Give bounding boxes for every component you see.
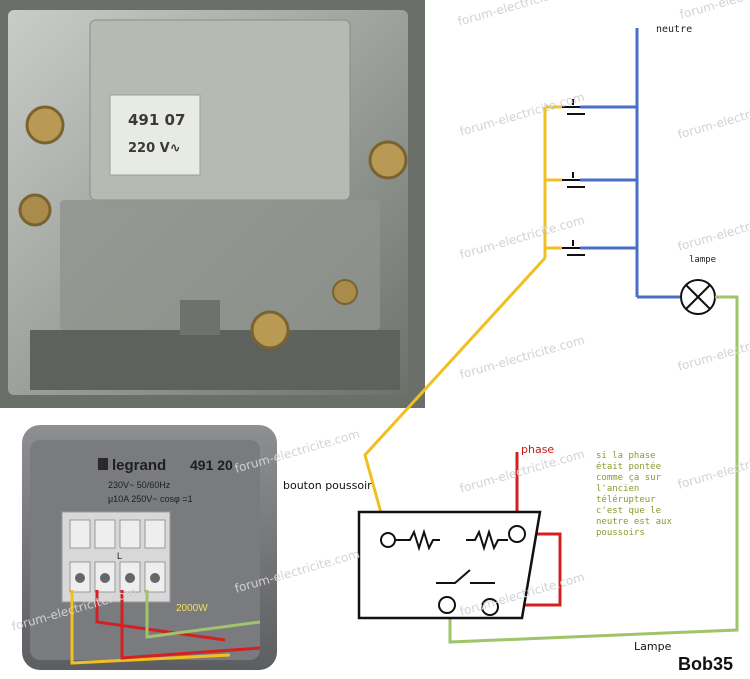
note-line: était pontée [596, 462, 662, 472]
push-button-2 [562, 172, 585, 188]
module-yellow-wire [70, 590, 231, 665]
note-line: si la phase [596, 451, 656, 461]
note-line: l'ancien [596, 484, 640, 494]
label-bouton-poussoir: bouton poussoir [283, 479, 372, 492]
legrand-module: legrand 491 20 230V~ 50/60Hz μ10A 250V~ … [22, 425, 277, 670]
label-neutre: neutre [656, 24, 693, 35]
screw-terminal [250, 310, 290, 350]
signature: Bob35 [678, 654, 734, 674]
relay-voltage: 220 V∿ [128, 141, 181, 156]
note-line: poussoirs [596, 528, 645, 538]
contact-switch [436, 569, 471, 584]
terminal-pushbutton [380, 532, 396, 548]
note-line: neutre est aux [596, 517, 672, 527]
label-lampe-bottom: Lampe [634, 640, 672, 653]
terminal-lamp-1 [438, 596, 456, 614]
terminal-phase [508, 525, 526, 543]
lamp-wire [448, 295, 739, 644]
screw-terminal [368, 140, 408, 180]
push-button-1 [562, 99, 585, 115]
module-red-wire-1 [95, 590, 226, 642]
module-green-wire [145, 590, 261, 639]
module-red-wire-2 [120, 590, 261, 660]
note-line: comme ça sur [596, 473, 662, 483]
screw-terminal [25, 105, 65, 145]
note-line: c'est que le [596, 506, 662, 516]
coil-resistor-1 [396, 528, 440, 552]
coil-resistor-2 [466, 528, 508, 552]
legrand-logo-icon [98, 458, 108, 470]
legrand-rating-2: μ10A 250V~ cosφ =1 [108, 494, 193, 504]
legrand-rating-1: 230V~ 50/60Hz [108, 480, 171, 490]
legrand-reference: 491 20 [190, 457, 233, 473]
explanation-note: si la phase était pontée comme ça sur l'… [596, 451, 672, 539]
lamp-icon [680, 279, 716, 315]
old-relay-photo: 491 07 220 V∿ [0, 0, 425, 408]
terminal-L-label: L [117, 551, 122, 561]
neutral-circuit [580, 28, 680, 299]
screw-terminal [18, 193, 52, 227]
relay-symbol [357, 510, 542, 620]
screw-terminal [332, 279, 358, 305]
push-button-3 [562, 240, 585, 256]
terminal-lamp-2 [481, 598, 499, 616]
label-lampe-top: lampe [689, 255, 717, 265]
control-wire [363, 105, 562, 539]
label-phase: phase [521, 443, 555, 456]
relay-part-number: 491 07 [128, 111, 185, 129]
legrand-power: 2000W [176, 603, 208, 614]
note-line: télérupteur [596, 495, 656, 505]
legrand-brand: legrand [112, 457, 166, 474]
